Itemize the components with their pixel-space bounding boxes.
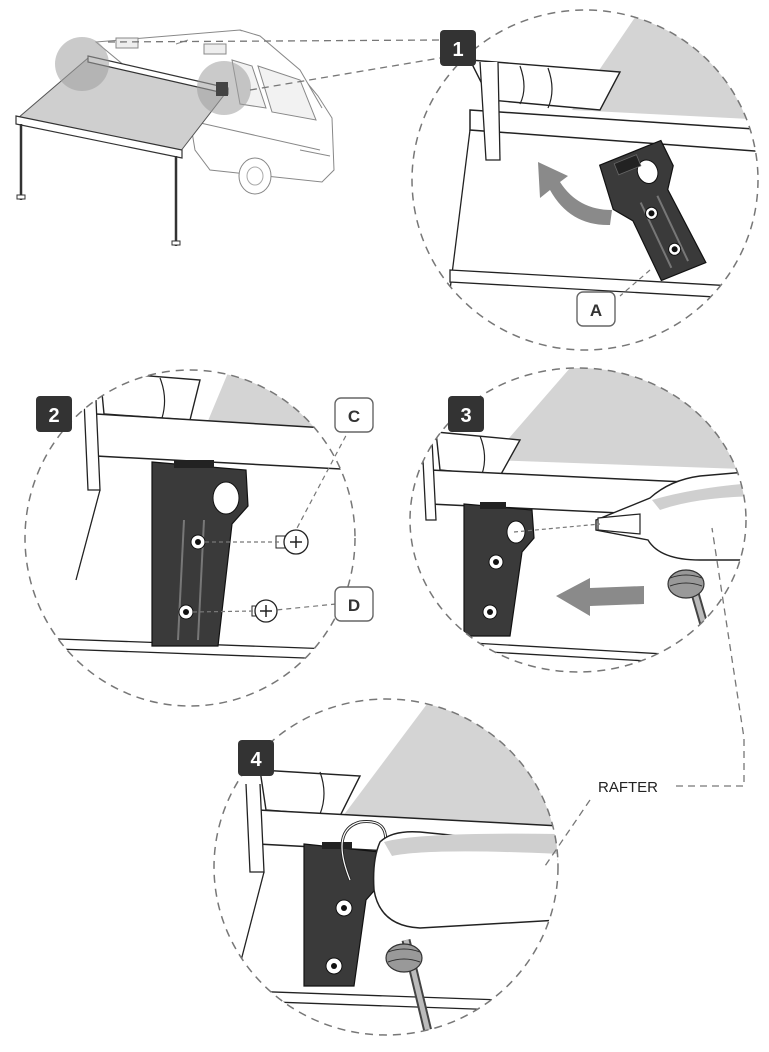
detail-step-4 [213, 698, 559, 1036]
rotate-arrow [538, 162, 612, 226]
rafter-label: RAFTER [598, 779, 658, 796]
svg-text:A: A [590, 301, 602, 320]
rafter [595, 469, 746, 561]
bracket-mounted [463, 502, 535, 637]
screw-c [275, 529, 309, 555]
svg-text:2: 2 [48, 405, 59, 427]
step-badge-4: 4 [238, 740, 274, 776]
detail-step-2 [24, 369, 356, 707]
bracket-mounted [151, 460, 249, 647]
detail-leader-lines [107, 39, 441, 91]
label-c: C [334, 397, 374, 433]
step-badge-1: 1 [440, 30, 476, 66]
push-arrow [556, 578, 644, 616]
step-badge-2: 2 [36, 396, 72, 432]
awning-front-bar [15, 115, 183, 159]
rafter [372, 830, 558, 929]
svg-text:3: 3 [460, 405, 471, 427]
screw-d [251, 599, 278, 623]
bracket-a [598, 139, 707, 282]
svg-text:4: 4 [250, 749, 262, 771]
van-overview-illustration [15, 29, 441, 246]
svg-text:1: 1 [452, 39, 463, 61]
label-a: A [576, 291, 616, 327]
bracket-location-highlight-front [55, 37, 109, 91]
bungee-cord [385, 938, 435, 1035]
svg-text:D: D [348, 596, 360, 615]
rafter-leader-lines [544, 527, 745, 867]
step-badge-3: 3 [448, 396, 484, 432]
awning-legs [19, 124, 178, 246]
detail-step-3 [409, 367, 747, 673]
label-d: D [334, 586, 374, 622]
svg-text:C: C [348, 407, 360, 426]
